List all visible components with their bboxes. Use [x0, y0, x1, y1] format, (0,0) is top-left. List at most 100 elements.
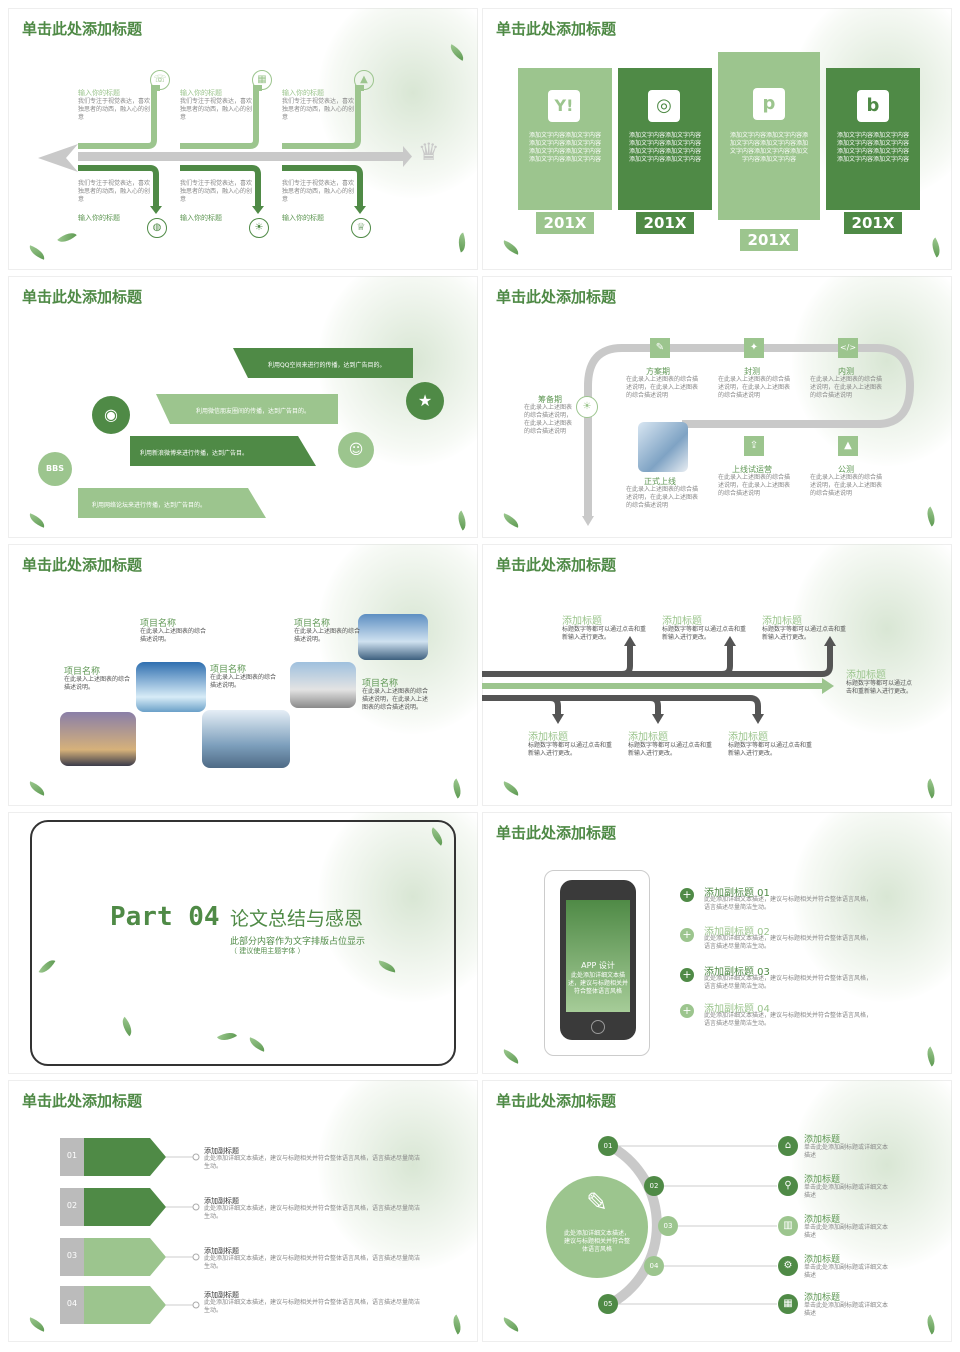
bottom-text-1: 我们专注于视觉表达，喜欢独思者的动西，融入心的创意: [78, 180, 151, 203]
slide-title[interactable]: 单击此处添加标题: [496, 20, 617, 38]
leaf: [27, 781, 47, 796]
code-icon: </>: [838, 338, 858, 358]
wechat-icon: ☺: [338, 432, 374, 468]
step-label-6: 上线试运营: [732, 465, 772, 474]
calendar-icon: ▦: [778, 1294, 798, 1314]
step-badge-3: 03: [658, 1216, 678, 1236]
section-subtitle: 此部分内容作为文字排版占位显示: [230, 937, 366, 947]
top-text-1: 我们专注于视觉表达，喜欢独思者的动西，融入心的创意: [78, 98, 151, 121]
radial-text-2: 单击此处添加副标题或详细文本描述: [804, 1184, 889, 1199]
slide-1-arrow-timeline[interactable]: 单击此处添加标题 ♛ ☏ ▦ ▲ ◍ ☀ ♕ 输入你的标题 我们专注于视觉表达，…: [8, 8, 478, 270]
slide-title[interactable]: 单击此处添加标题: [496, 556, 617, 574]
slide-6-branch-arrows[interactable]: 单击此处添加标题 添加标题 标题数字等都可以通过点击和重新输入进行更改。 添加标…: [482, 544, 952, 806]
calendar-icon: ▦: [252, 70, 272, 90]
bar-chart-icon: ▥: [778, 1216, 798, 1236]
building-photo-2: [136, 662, 206, 712]
add-icon[interactable]: +: [680, 888, 694, 902]
slide-title[interactable]: 单击此处添加标题: [496, 288, 617, 306]
bulb-icon: ☀: [576, 396, 598, 418]
step-label-2: 方案期: [646, 367, 670, 376]
step-label-5: 公测: [838, 465, 854, 474]
add-icon[interactable]: +: [680, 928, 694, 942]
subtitle-3: 添加副标题 03: [704, 967, 770, 978]
step-text-1: 在此录入上述图表的综合描述说明，在此录入上述图表的综合描述说明: [524, 404, 573, 435]
item-text-1: 此处添加详细文本描述，建议与标题相关并符合整体语言风格，语言描述尽量简洁生动。: [204, 1155, 421, 1170]
bottom-text-2: 我们专注于视觉表达，喜欢独思者的动西，融入心的创意: [180, 180, 253, 203]
slide-10-radial-list[interactable]: 单击此处添加标题 ✎ 此处添加详细文本描述，建议与标题相关并符合整体语言风格 0…: [482, 1080, 952, 1342]
slide-5-projects[interactable]: 单击此处添加标题 项目名称 在此录入上述图表的综合描述说明。 项目名称 在此录入…: [8, 544, 478, 806]
right-label: 添加标题: [846, 670, 886, 681]
globe-icon: ◍: [147, 218, 167, 238]
dribbble-icon: ◎: [648, 90, 680, 122]
subtitle-4: 添加副标题 04: [704, 1004, 770, 1015]
handshake-photo: [638, 422, 688, 472]
bing-icon: b: [857, 90, 889, 122]
leaf: [927, 237, 945, 258]
radial-text-4: 单击此处添加副标题或详细文本描述: [804, 1264, 889, 1279]
slide-9-numbered-list[interactable]: 单击此处添加标题 01 02 03 04 添加副标题 此处添加详细文本描述，建议…: [8, 1080, 478, 1342]
add-icon[interactable]: +: [680, 968, 694, 982]
bottom-text-3: 标题数字等都可以通过点击和重新输入进行更改。: [728, 742, 813, 757]
bar-text-4: 利用网络论坛来进行传播，达到广告目的。: [92, 502, 207, 509]
step-badge-2: 02: [644, 1176, 664, 1196]
bar-text-3: 利用新浪微博来进行传播，达到广告目。: [140, 450, 249, 457]
step-label-1: 筹备期: [538, 395, 562, 404]
step-text-5: 在此录入上述图表的综合描述说明，在此录入上述图表的综合描述说明: [810, 474, 883, 497]
subtitle-text-4: 此处添加详细文本描述，建议与标题相关并符合整体语言风格，语言描述尽量简洁生动。: [704, 1012, 873, 1027]
pinterest-icon: p: [753, 88, 785, 120]
top-label-1: 输入你的标题: [78, 89, 120, 97]
top-label-3: 添加标题: [762, 616, 802, 627]
screen-title: APP 设计: [581, 961, 615, 970]
item-number-3: 03: [66, 1251, 78, 1260]
vine-frame: [30, 820, 456, 1066]
step-text-7: 在此录入上述图表的综合描述说明，在此录入上述图表的综合描述说明: [626, 486, 699, 509]
top-text-3: 我们专注于视觉表达，喜欢独思者的动西，融入心的创意: [282, 98, 355, 121]
slide-8-app-phone[interactable]: 单击此处添加标题 APP 设计 此处添加详细文本描述，建议与标题相关并符合整体语…: [482, 812, 952, 1074]
radial-label-4: 添加标题: [804, 1255, 841, 1265]
top-label-2: 添加标题: [662, 616, 702, 627]
year-label-4: 201X: [844, 212, 902, 234]
design-tools-icon: ✎: [586, 1188, 608, 1218]
slide-title[interactable]: 单击此处添加标题: [22, 288, 143, 306]
slide-title[interactable]: 单击此处添加标题: [496, 1092, 617, 1110]
slide-title[interactable]: 单击此处添加标题: [496, 824, 617, 842]
step-label-3: 封测: [744, 367, 760, 376]
step-label-4: 内测: [838, 367, 854, 376]
arrow-diagram: [38, 85, 412, 214]
radial-label-3: 添加标题: [804, 1215, 841, 1225]
bottom-label-1: 添加标题: [528, 732, 568, 743]
top-text-2: 我们专注于视觉表达，喜欢独思者的动西，融入心的创意: [180, 98, 253, 121]
phone-icon: ☏: [150, 70, 170, 90]
add-icon[interactable]: +: [680, 1004, 694, 1018]
step-text-3: 在此录入上述图表的综合描述说明，在此录入上述图表的综合描述说明: [718, 376, 791, 399]
slide-title[interactable]: 单击此处添加标题: [22, 1092, 143, 1110]
phone-screen: [566, 900, 630, 1012]
top-label-1: 添加标题: [562, 616, 602, 627]
bulb-icon: ☀: [249, 218, 269, 238]
slide-2-year-cards[interactable]: 单击此处添加标题 Y! ◎ p b 添加文字内容添加文字内容添加文字内容添加文字…: [482, 8, 952, 270]
slide-3-social-bars[interactable]: 单击此处添加标题 利用QQ空间来进行的传播，达到广告目的。 利用微信朋友圈间的传…: [8, 276, 478, 538]
year-label-2: 201X: [636, 212, 694, 234]
slide-7-section-divider[interactable]: Part 04 论文总结与感恩 此部分内容作为文字排版占位显示 （ 建议使用主题…: [8, 812, 478, 1074]
radial-label-1: 添加标题: [804, 1135, 841, 1145]
slide-4-roadmap[interactable]: 单击此处添加标题 ☀ ✎ ✦ </> ⇪ ▲ 筹备期 在此录入上述图表的综合描述…: [482, 276, 952, 538]
project-label-2: 项目名称: [140, 619, 177, 629]
home-icon: ⌂: [778, 1136, 798, 1156]
step-label-7: 正式上线: [644, 477, 676, 486]
section-title[interactable]: 论文总结与感恩: [230, 908, 364, 930]
trophy-icon: ♛: [418, 138, 440, 166]
home-button[interactable]: [591, 1020, 605, 1034]
item-number-4: 04: [66, 1299, 78, 1308]
bbs-icon: BBS: [38, 452, 72, 486]
slide-title[interactable]: 单击此处添加标题: [22, 556, 143, 574]
building-photo-3: [202, 710, 290, 768]
subtitle-2: 添加副标题 02: [704, 927, 770, 938]
bottom-label-2: 添加标题: [628, 732, 668, 743]
card-3[interactable]: [718, 52, 820, 220]
star-badge-icon: ★: [406, 382, 444, 420]
slide-title[interactable]: 单击此处添加标题: [22, 20, 143, 38]
top-label-3: 输入你的标题: [282, 89, 324, 97]
bar-text-1: 利用QQ空间来进行的传播，达到广告目的。: [268, 362, 386, 369]
card-text-2: 添加文字内容添加文字内容添加文字内容添加文字内容添加文字内容添加文字内容添加文字…: [628, 132, 701, 163]
subtitle-text-3: 此处添加详细文本描述，建议与标题相关并符合整体语言风格，语言描述尽量简洁生动。: [704, 975, 873, 990]
